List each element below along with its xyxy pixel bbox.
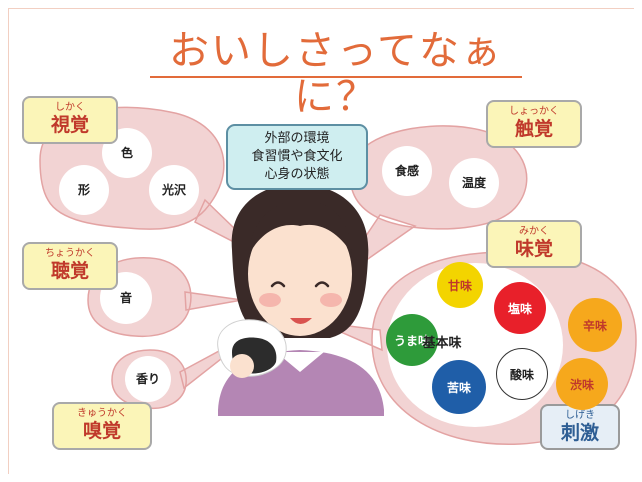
page-title: おいしさってなぁに？ — [169, 28, 503, 120]
taste-spicy: 辛味 — [568, 298, 622, 352]
sense-label-hearing: ちょうかく 聴覚 — [22, 242, 118, 290]
sense-word: 聴覚 — [50, 260, 89, 282]
sense-furigana: ちょうかく — [45, 248, 95, 259]
external-line: 食習慣や食文化 — [251, 149, 343, 164]
sense-furigana: みかく — [519, 226, 549, 237]
sense-furigana: しょっかく — [509, 106, 559, 117]
basic-taste-label: 基本味 — [422, 336, 462, 351]
taste-bitter: 苦味 — [432, 360, 486, 414]
taste-astringent: 渋味 — [556, 358, 608, 410]
taste-sweet: 甘味 — [437, 262, 483, 308]
sense-label-smell: きゅうかく 嗅覚 — [52, 402, 152, 450]
sense-word: 味覚 — [514, 238, 553, 260]
stimulus-furigana: しげき — [565, 410, 595, 421]
item-sound: 音 — [119, 291, 132, 305]
item-shape: 形 — [77, 183, 90, 197]
external-factors-box: 外部の環境 食習慣や食文化 心身の状態 — [226, 124, 368, 190]
girl-illustration — [217, 183, 384, 416]
item-temperature: 温度 — [461, 176, 486, 190]
sense-label-vision: しかく 視覚 — [22, 96, 118, 144]
sense-word: 触覚 — [514, 118, 553, 140]
sense-label-taste: みかく 味覚 — [486, 220, 582, 268]
taste-sour: 酸味 — [496, 348, 548, 400]
external-line: 心身の状態 — [264, 167, 330, 182]
item-aroma: 香り — [135, 372, 160, 386]
taste-umami: うま味 — [386, 314, 438, 366]
sense-label-stimulus: しげき 刺激 — [540, 404, 620, 450]
sense-furigana: きゅうかく — [77, 408, 127, 419]
taste-salty: 塩味 — [494, 282, 546, 334]
sense-furigana: しかく — [55, 102, 85, 113]
sense-word: 嗅覚 — [82, 420, 121, 442]
external-line: 外部の環境 — [264, 131, 330, 146]
sense-label-touch: しょっかく 触覚 — [486, 100, 582, 148]
sense-word: 視覚 — [50, 114, 89, 136]
stimulus-word: 刺激 — [560, 422, 599, 444]
title-underline — [150, 76, 522, 78]
item-gloss: 光沢 — [161, 183, 186, 197]
item-color: 色 — [120, 146, 133, 160]
item-texture: 食感 — [394, 164, 419, 178]
